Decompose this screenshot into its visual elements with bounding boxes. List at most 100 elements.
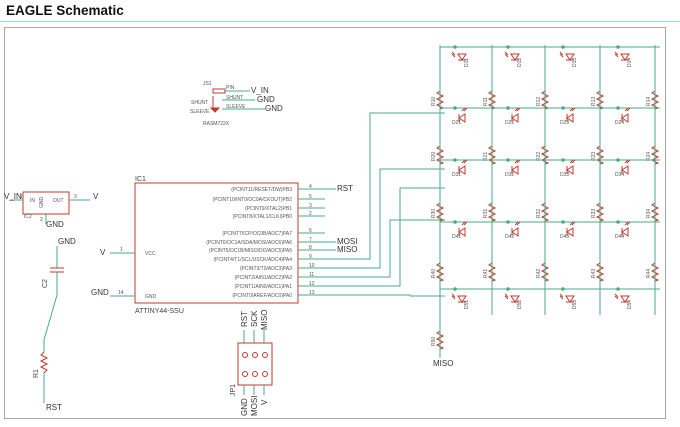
led-ray bbox=[504, 293, 509, 298]
regulator-out-net: V bbox=[93, 192, 99, 201]
led-ray bbox=[569, 221, 574, 226]
led-ray bbox=[516, 107, 521, 112]
led-ray bbox=[569, 107, 574, 112]
matrix-miso-net: MISO bbox=[433, 359, 453, 368]
resistor: R32 bbox=[536, 202, 550, 222]
led-ref: D42 bbox=[505, 234, 514, 240]
resistor-ref: R44 bbox=[646, 269, 652, 278]
mcu-pin-label: (PCINT5/OC1B/MISO/DO/ADC5)PA5 bbox=[209, 248, 292, 254]
resistor-ref: R34 bbox=[646, 209, 652, 218]
led-triangle bbox=[621, 165, 629, 175]
jack-sleeve-arrow bbox=[209, 107, 221, 113]
jack-left-sleeve: SLEEVE bbox=[190, 109, 210, 115]
mcu-pin-label: (PCINT0/AREF/ADC0)PA0 bbox=[232, 293, 292, 299]
mcu-pin-label: (PCINT6/OC1A/SDA/MOSI/ADC6)PA6 bbox=[206, 240, 292, 246]
mcu-ref: IC1 bbox=[135, 176, 146, 183]
mcu-part-name: ATTINY44-SSU bbox=[135, 308, 184, 315]
schematic-frame bbox=[4, 27, 666, 419]
led-triangle bbox=[457, 53, 467, 61]
led-ray bbox=[514, 221, 519, 226]
header-pin-3 bbox=[252, 352, 258, 358]
led-triangle bbox=[511, 227, 519, 237]
resistor-ref: R24 bbox=[646, 152, 652, 161]
led-triangle bbox=[566, 113, 574, 123]
mcu-pin-net: MOSI bbox=[337, 237, 357, 246]
led-ref: D24 bbox=[615, 120, 624, 126]
resistor-ref: R31 bbox=[483, 209, 489, 218]
resistor: R31 bbox=[483, 202, 497, 222]
led-triangle bbox=[511, 165, 519, 175]
led-ref: D52 bbox=[517, 300, 523, 309]
resistor-ref: R50 bbox=[431, 337, 437, 346]
header-pin-5 bbox=[262, 352, 268, 358]
jack-vin-net: V_IN bbox=[251, 86, 269, 95]
led: D51 bbox=[451, 293, 470, 309]
mcu-pin-number: 6 bbox=[309, 228, 312, 234]
led-ray bbox=[451, 293, 456, 298]
resistor: R10 bbox=[431, 90, 445, 110]
led-ref: D12 bbox=[517, 58, 523, 67]
junction-dot bbox=[506, 220, 510, 224]
led-ray bbox=[614, 293, 619, 298]
junction-dot bbox=[453, 106, 457, 110]
led-ray bbox=[559, 295, 564, 300]
mcu-pin-net: MISO bbox=[337, 245, 357, 254]
resistor: R34 bbox=[646, 202, 660, 222]
resistor-ref: R43 bbox=[591, 269, 597, 278]
led-ray bbox=[514, 159, 519, 164]
regulator-pin2: 2 bbox=[40, 217, 43, 223]
microcontroller: IC1 ATTINY44-SSU V GND 1 14 VCC GND (PCI… bbox=[91, 112, 445, 315]
led-ray bbox=[571, 221, 576, 226]
voltage-regulator: V_IN V GND IN OUT GND IC2 1 3 2 bbox=[4, 191, 99, 229]
led-ray bbox=[461, 221, 466, 226]
resistor: R24 bbox=[646, 145, 660, 165]
resistor: R13 bbox=[591, 90, 605, 110]
led-ray bbox=[461, 159, 466, 164]
header-bottom-label-3: V bbox=[260, 399, 269, 405]
led: D43 bbox=[560, 221, 576, 240]
led: D54 bbox=[614, 293, 633, 309]
jack-gnd-net-2: GND bbox=[265, 104, 283, 113]
led-ref: D43 bbox=[560, 234, 569, 240]
led: D34 bbox=[615, 159, 631, 178]
page-title: EAGLE Schematic bbox=[6, 3, 124, 18]
led-ref: D32 bbox=[505, 172, 514, 178]
led: D13 bbox=[559, 51, 578, 67]
resistor: R42 bbox=[536, 262, 550, 282]
resistor: R30 bbox=[431, 202, 445, 222]
led-ray bbox=[451, 295, 456, 300]
resistor: R44 bbox=[646, 262, 660, 282]
jack-ref: JS1 bbox=[203, 81, 212, 87]
mcu-gnd-net: GND bbox=[91, 288, 109, 297]
header-ref: JP1 bbox=[230, 384, 237, 396]
mcu-pin-label: (PCINT9/XTAL2)PB1 bbox=[245, 206, 292, 212]
header-body bbox=[237, 342, 273, 386]
header-pin-2 bbox=[242, 371, 248, 377]
led-ray bbox=[626, 107, 631, 112]
led-ray bbox=[559, 293, 564, 298]
mcu-pin-number: 13 bbox=[309, 290, 315, 296]
header-bottom-label-1: GND bbox=[240, 398, 249, 416]
led-ref: D33 bbox=[560, 172, 569, 178]
led-ref: D34 bbox=[615, 172, 624, 178]
led: D24 bbox=[615, 107, 631, 126]
junction-dot bbox=[506, 158, 510, 162]
resistor: R43 bbox=[591, 262, 605, 282]
resistor-ref: R10 bbox=[431, 97, 437, 106]
junction-dot bbox=[616, 106, 620, 110]
resistor: R14 bbox=[646, 90, 660, 110]
jack-gnd-net-1: GND bbox=[257, 95, 275, 104]
cap-ref: C2 bbox=[42, 279, 49, 288]
mcu-pin-number: 10 bbox=[309, 263, 315, 269]
led-ray bbox=[571, 159, 576, 164]
resistor-ref: R21 bbox=[483, 152, 489, 161]
led-ray bbox=[463, 221, 468, 226]
cap-gnd-net: GND bbox=[58, 237, 76, 246]
led-ref: D11 bbox=[464, 58, 470, 67]
mcu-pin-label: (PCINT11/RESET/DW)PB3 bbox=[231, 187, 292, 193]
junction-dot bbox=[561, 220, 565, 224]
junction-dot bbox=[561, 106, 565, 110]
resistor-ref: R42 bbox=[536, 269, 542, 278]
resistor-ref: R20 bbox=[431, 152, 437, 161]
